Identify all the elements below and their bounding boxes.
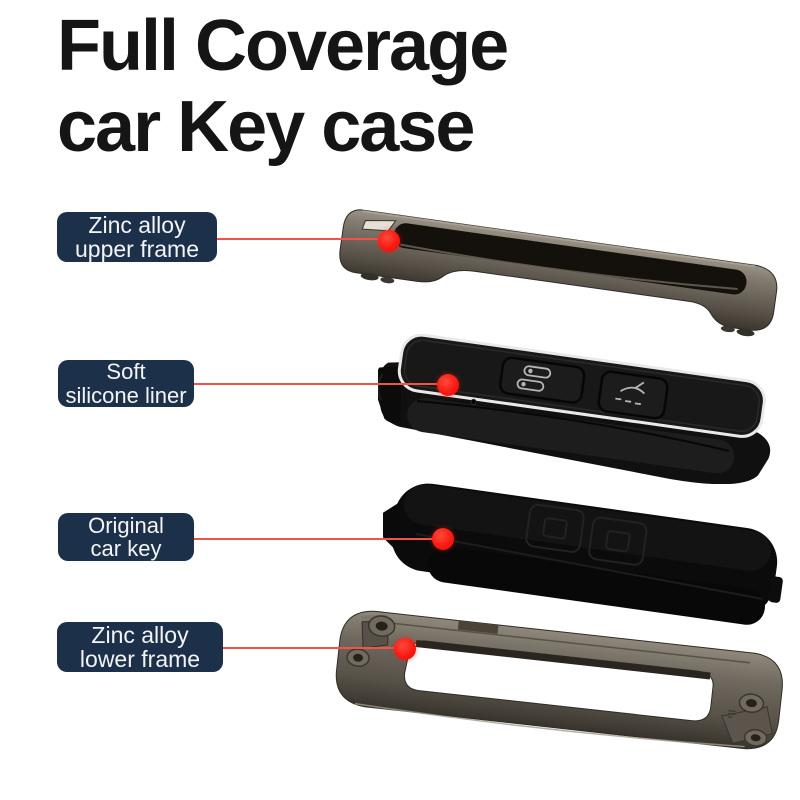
leader-line-upper-frame [217, 238, 389, 240]
lower-frame-top-notch [457, 620, 499, 634]
trunk-release-button-icon [597, 370, 669, 420]
callout-label-text: Original [88, 512, 164, 538]
liner-flap-crease [378, 373, 384, 401]
trunk-glyph [615, 381, 646, 406]
liner-left-flap [378, 366, 402, 423]
upper-frame-foot [720, 325, 735, 333]
leader-line-car-key [192, 538, 443, 540]
original-car-key-image [383, 483, 783, 625]
lower-frame-top-step [376, 620, 750, 664]
callout-label-text: upper frame [74, 236, 199, 262]
lock-unlock-buttons-icon [499, 356, 586, 404]
upper-frame-slot-ledge [400, 243, 738, 290]
callout-label-text: Zinc alloy [88, 211, 186, 238]
red-dot-marker [394, 638, 416, 660]
liner-pin-hole [470, 398, 477, 405]
liner-pocket-seam [417, 400, 730, 452]
callout-label-lower-frame: Zinc alloy lower frame [57, 622, 223, 672]
liner-top-panel-inner-seam [403, 339, 760, 433]
lower-frame-engraving-mark [727, 710, 736, 718]
lower-frame-screw-boss [346, 648, 370, 667]
key-bottom-lip [427, 546, 765, 625]
callout-label-text: car key [90, 536, 162, 561]
upper-frame-top-highlight [362, 210, 756, 268]
title-line-2: car Key case [57, 87, 475, 168]
callout-label-car-key: Original car key [58, 513, 194, 561]
soft-silicone-liner-image [378, 333, 771, 484]
leader-line-silicone-liner [192, 383, 448, 385]
callout-label-silicone-liner: Soft silicone liner [58, 360, 194, 407]
callout-label-upper-frame: Zinc alloy upper frame [57, 212, 217, 262]
unlock-glyph-dot [521, 381, 526, 387]
key-body-seam [415, 533, 763, 600]
lower-frame-screw-boss [738, 693, 765, 713]
red-dot-marker [378, 230, 400, 252]
lower-frame-bottom-highlight [354, 702, 745, 748]
red-dot-marker [432, 528, 454, 550]
zinc-alloy-upper-frame-image [339, 209, 778, 337]
red-dot-marker [437, 374, 459, 396]
lower-frame-screw-boss [367, 615, 396, 637]
leader-line-lower-frame [223, 647, 405, 649]
lower-frame-hole-inner-wall [415, 639, 711, 680]
title-line-1: Full Coverage [57, 6, 509, 86]
key-top-face [404, 484, 771, 571]
lower-frame-screw-boss [743, 729, 768, 747]
callout-label-text: Zinc alloy [91, 621, 189, 648]
key-side-tab [768, 576, 783, 603]
upper-frame-foot [736, 328, 755, 337]
callout-label-text: lower frame [79, 646, 201, 672]
upper-frame-foot [360, 272, 379, 281]
callout-label-text: Soft [106, 359, 146, 385]
zinc-alloy-lower-frame-image [335, 610, 783, 750]
key-button-seams [525, 503, 648, 566]
liner-side-pocket [407, 398, 735, 474]
callout-label-text: silicone liner [65, 382, 187, 408]
upper-frame-foot [380, 277, 395, 284]
upper-frame-slot [393, 223, 747, 295]
lock-glyph-dot [528, 368, 533, 374]
lock-unlock-glyphs [516, 365, 552, 392]
